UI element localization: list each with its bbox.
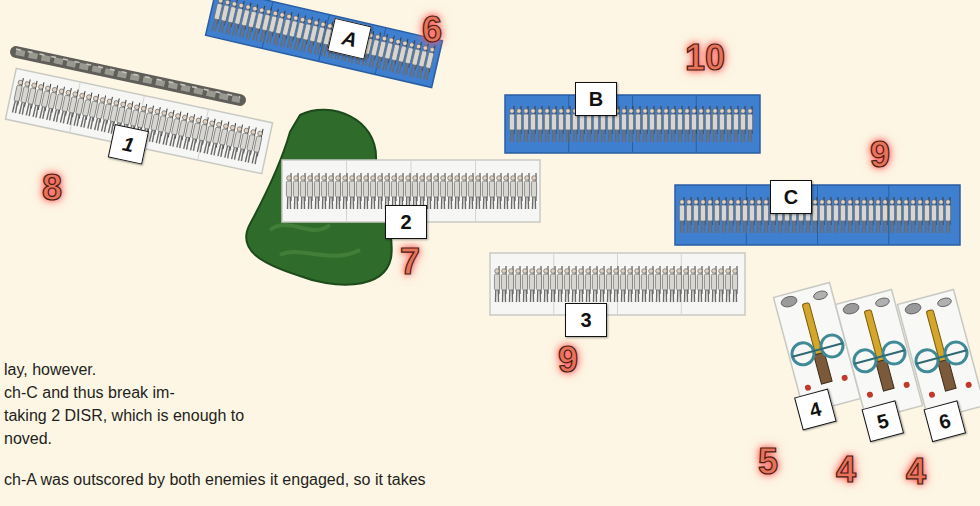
- infantry-unit: C: [675, 185, 960, 245]
- unit-id: C: [770, 180, 812, 214]
- rules-text: lay, however.: [4, 360, 96, 380]
- rules-text: ch-C and thus break im-: [4, 383, 175, 403]
- strength-number: 8: [42, 169, 62, 207]
- unit-id: 2: [385, 205, 427, 239]
- unit-graphic: [206, 0, 443, 87]
- rules-text: ch-A was outscored by both enemies it en…: [4, 470, 426, 490]
- unit-graphic: [675, 185, 960, 245]
- unit-id: 1: [108, 124, 149, 165]
- unit-id: 3: [565, 303, 607, 337]
- strength-number: 6: [422, 11, 442, 49]
- rules-text: taking 2 DISR, which is enough to: [4, 406, 244, 426]
- infantry-unit: A: [206, 0, 443, 87]
- unit-id: B: [575, 82, 617, 116]
- strength-number: 9: [558, 341, 578, 379]
- infantry-unit: 3: [490, 253, 745, 315]
- infantry-unit: B: [505, 95, 760, 153]
- unit-graphic: [505, 95, 760, 153]
- strength-number: 7: [400, 243, 420, 281]
- strength-number: 4: [836, 451, 856, 489]
- unit-graphic: [490, 253, 745, 315]
- rules-text: noved.: [4, 429, 52, 449]
- strength-number: 10: [685, 39, 725, 77]
- infantry-unit: 2: [282, 160, 540, 222]
- strength-number: 5: [758, 443, 778, 481]
- strength-number: 9: [870, 136, 890, 174]
- strength-number: 4: [906, 453, 926, 491]
